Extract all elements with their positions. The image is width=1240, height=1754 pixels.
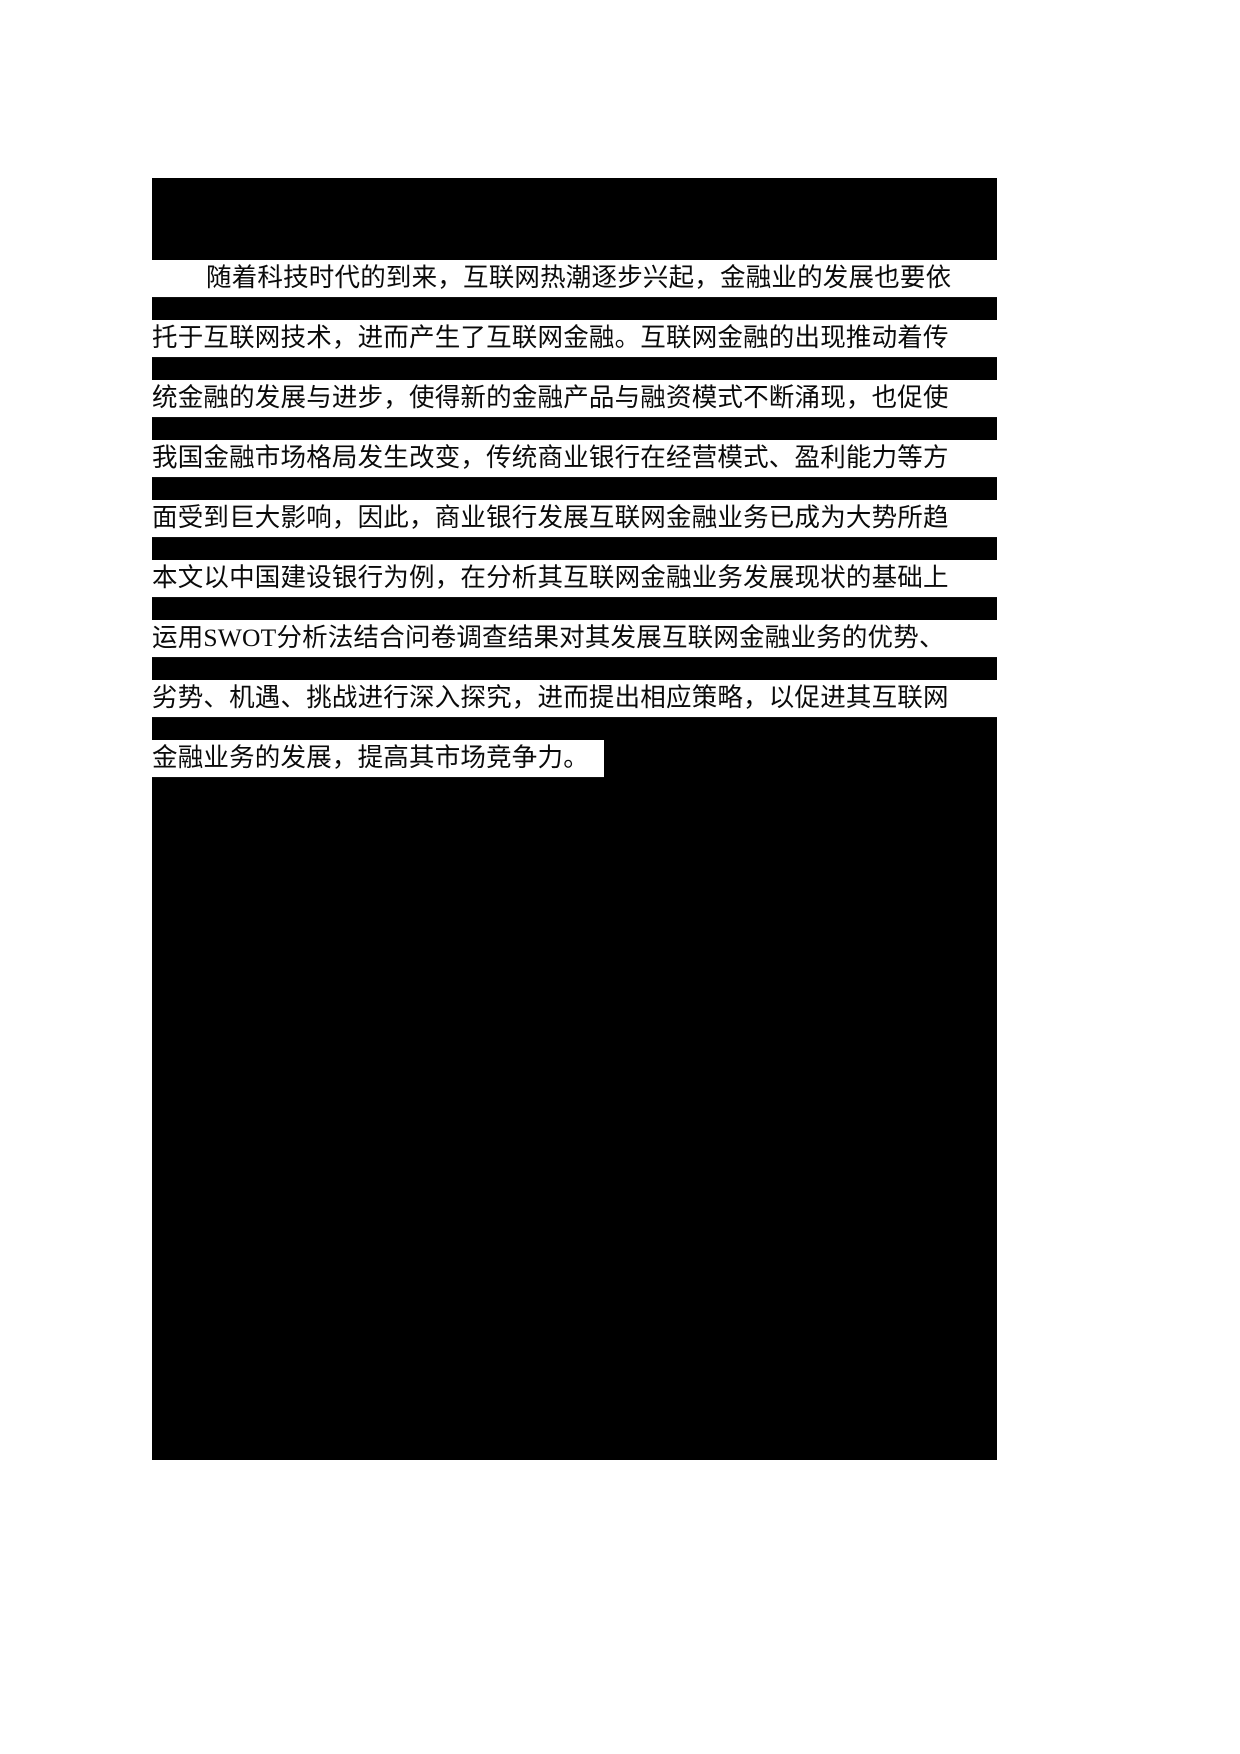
abstract-line-4-text: 我国金融市场格局发生改变，传统商业银行在经营模式、盈利能力等方 xyxy=(152,443,949,472)
abstract-line-6-text: 本文以中国建设银行为例，在分析其互联网金融业务发展现状的基础上 xyxy=(152,563,949,592)
abstract-line-2: 托于互联网技术，进而产生了互联网金融。互联网金融的出现推动着传 xyxy=(152,320,997,358)
abstract-line-3: 统金融的发展与进步，使得新的金融产品与融资模式不断涌现，也促使 xyxy=(152,380,997,418)
abstract-line-1-text: 随着科技时代的到来，互联网热潮逐步兴起，金融业的发展也要依 xyxy=(206,263,952,292)
abstract-line-8: 劣势、机遇、挑战进行深入探究，进而提出相应策略，以促进其互联网 xyxy=(152,680,997,718)
abstract-line-5: 面受到巨大影响，因此，商业银行发展互联网金融业务已成为大势所趋 xyxy=(152,500,997,538)
abstract-line-7-text: 运用SWOT分析法结合问卷调查结果对其发展互联网金融业务的优势、 xyxy=(152,623,945,652)
abstract-line-6: 本文以中国建设银行为例，在分析其互联网金融业务发展现状的基础上 xyxy=(152,560,997,598)
abstract-line-2-text: 托于互联网技术，进而产生了互联网金融。互联网金融的出现推动着传 xyxy=(152,323,949,352)
abstract-line-7: 运用SWOT分析法结合问卷调查结果对其发展互联网金融业务的优势、 xyxy=(152,620,997,658)
abstract-line-9-text: 金融业务的发展，提高其市场竞争力。 xyxy=(152,743,589,772)
abstract-line-3-text: 统金融的发展与进步，使得新的金融产品与融资模式不断涌现，也促使 xyxy=(152,383,949,412)
abstract-line-9: 金融业务的发展，提高其市场竞争力。 xyxy=(152,740,604,778)
abstract-line-8-text: 劣势、机遇、挑战进行深入探究，进而提出相应策略，以促进其互联网 xyxy=(152,683,949,712)
abstract-line-5-text: 面受到巨大影响，因此，商业银行发展互联网金融业务已成为大势所趋 xyxy=(152,503,949,532)
abstract-line-1: 随着科技时代的到来，互联网热潮逐步兴起，金融业的发展也要依 xyxy=(152,260,997,298)
redaction-blackout-region xyxy=(152,178,997,1460)
abstract-line-4: 我国金融市场格局发生改变，传统商业银行在经营模式、盈利能力等方 xyxy=(152,440,997,478)
